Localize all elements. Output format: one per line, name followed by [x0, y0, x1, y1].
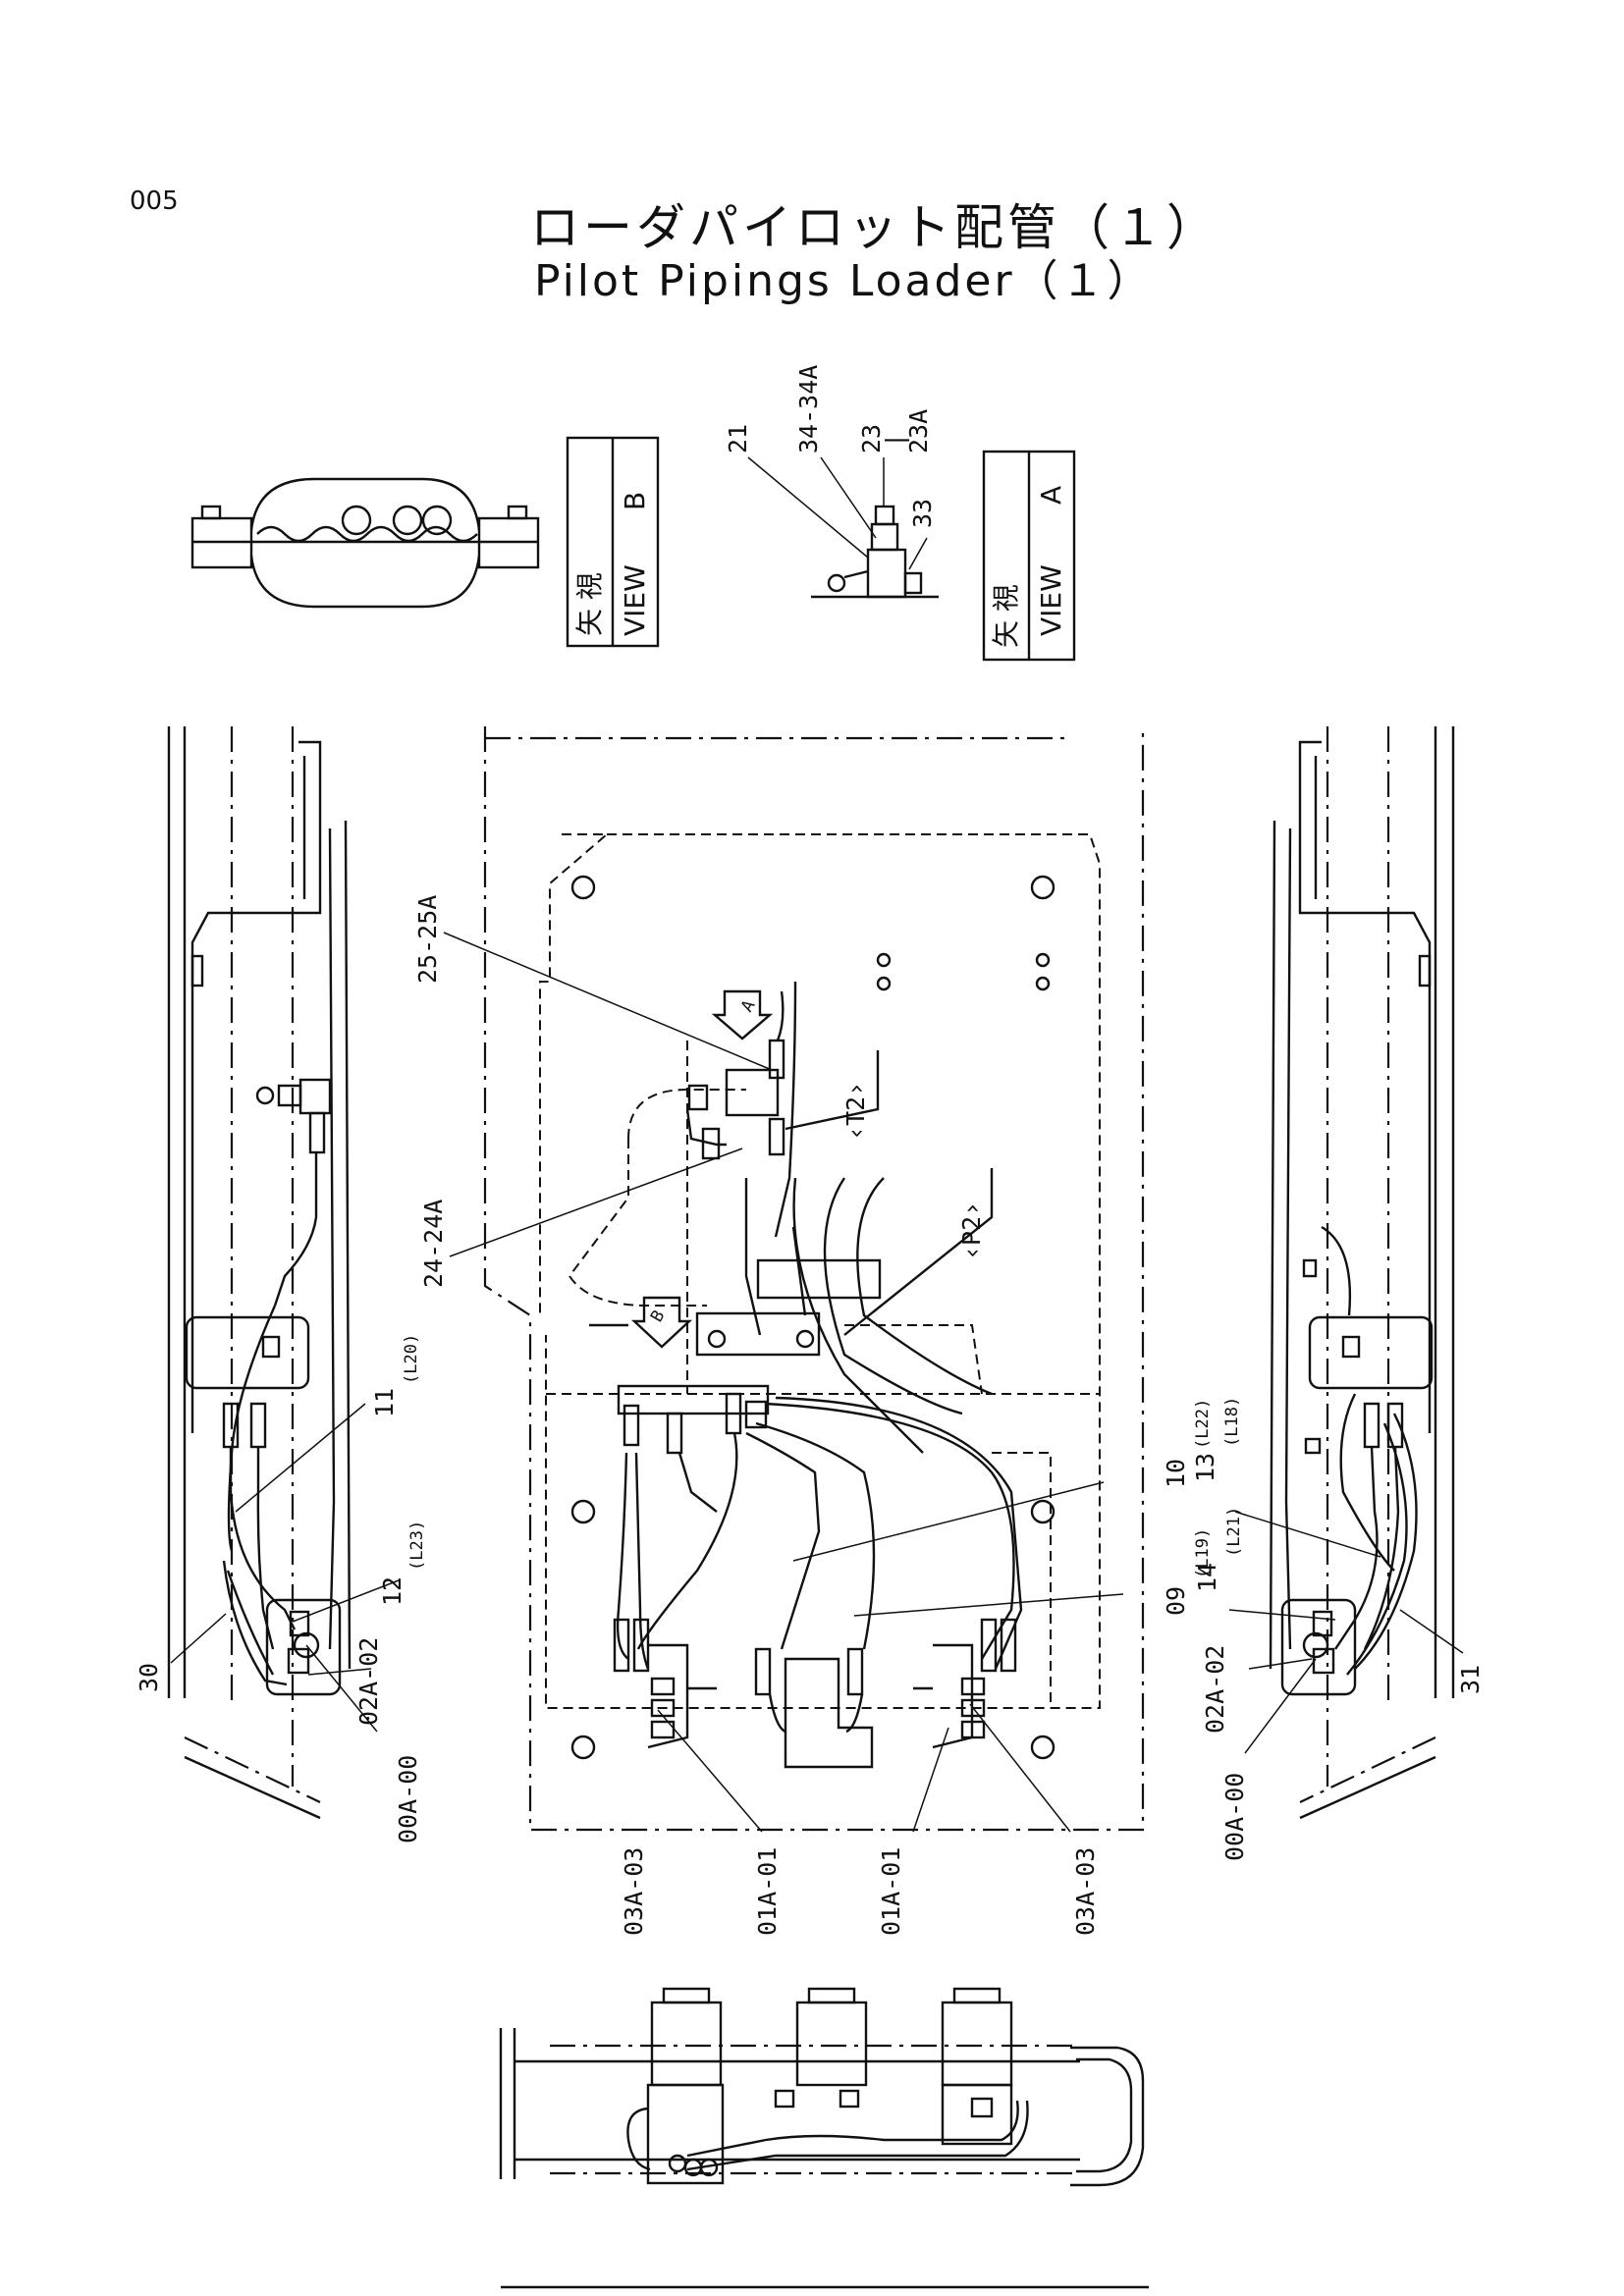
callout-00a-00-right: 00A-00: [1220, 1773, 1249, 1861]
callout-00a-00-left: 00A-00: [394, 1755, 422, 1843]
callout-14: 14: [1193, 1563, 1221, 1592]
callout-11: 11: [370, 1388, 399, 1417]
callout-30: 30: [135, 1663, 163, 1692]
right-arm-callouts: 13 (L18) 14 (L21) 31 02A-02 00A-00: [1191, 1397, 1485, 1861]
callout-11-length: (L20): [402, 1334, 421, 1384]
view-a-word: VIEW: [1035, 564, 1067, 636]
callout-03a-03-left: 03A-03: [620, 1847, 648, 1936]
center-plan-view: A B: [483, 726, 1145, 1832]
callout-10: 10: [1162, 1459, 1190, 1488]
arrow-marker-b: B: [647, 1308, 669, 1326]
left-arm-callouts: 11 (L20) 12 (L23) 30 02A-02 00A-00: [135, 1334, 427, 1843]
view-b-box: B VIEW 矢 視: [566, 436, 660, 648]
view-a-letter: A: [1035, 486, 1067, 505]
view-b-word: VIEW: [619, 564, 651, 636]
callout-24-24a: 24-24A: [419, 1200, 448, 1288]
page-number: 005: [130, 187, 179, 216]
callout-13: 13: [1191, 1453, 1219, 1482]
bottom-side-view: [499, 1987, 1149, 2289]
callout-23a: 23A: [904, 409, 933, 454]
callout-25-25a: 25-25A: [413, 895, 442, 984]
callout-01a-01-right: 01A-01: [877, 1847, 905, 1936]
callout-31: 31: [1456, 1665, 1485, 1694]
view-a-callouts: 21 34-34A 23 | 23A 33: [724, 365, 937, 570]
callout-13-length: (L18): [1222, 1397, 1242, 1447]
callout-21: 21: [724, 424, 752, 454]
callout-12-length: (L23): [407, 1521, 427, 1571]
callout-02a-02-left: 02A-02: [354, 1637, 383, 1726]
callout-23: 23: [857, 424, 886, 454]
callout-01a-01-left: 01A-01: [753, 1847, 782, 1936]
view-b-letter: B: [619, 492, 651, 510]
right-arm-side-view: [1269, 726, 1455, 1820]
callout-09-length: (L19): [1193, 1528, 1213, 1578]
callout-12: 12: [378, 1576, 406, 1606]
view-b-kanji: 矢 視: [573, 572, 606, 636]
center-callouts: 25-25A 24-24A 10 (L22) 09 (L19) 03A-03 0…: [413, 895, 1213, 1936]
arrow-marker-a: A: [737, 997, 759, 1016]
title-english: Pilot Pipings Loader（１）: [534, 256, 1154, 306]
port-label-t2: ‹T2›: [841, 1082, 870, 1141]
view-b-clamp-detail: [190, 477, 540, 609]
port-label-p2: ‹P2›: [957, 1201, 986, 1260]
callout-34-34a: 34-34A: [794, 365, 823, 454]
callout-33: 33: [908, 499, 937, 528]
title-japanese: ローダパイロット配管（１）: [530, 199, 1219, 256]
left-arm-side-view: [167, 726, 352, 1820]
callout-23-separator: |: [881, 433, 909, 448]
view-a-kanji: 矢 視: [990, 584, 1022, 648]
callout-10-length: (L22): [1193, 1399, 1213, 1449]
callout-09: 09: [1162, 1586, 1190, 1616]
callout-14-length: (L21): [1224, 1507, 1244, 1557]
callout-02a-02-right: 02A-02: [1201, 1645, 1229, 1734]
view-a-box: A VIEW 矢 視: [982, 450, 1076, 662]
callout-03a-03-right: 03A-03: [1071, 1847, 1100, 1936]
view-a-valve-detail: [811, 505, 939, 599]
